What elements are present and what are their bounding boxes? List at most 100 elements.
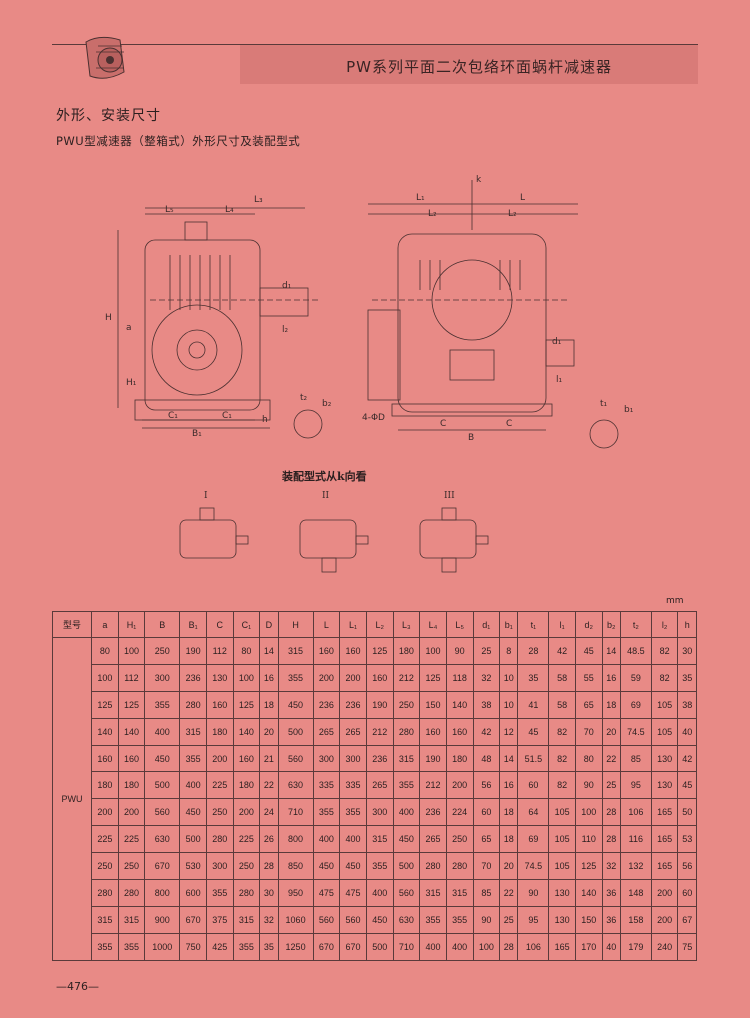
table-cell: 58 (548, 663, 576, 692)
label-t1: t₁ (600, 399, 608, 409)
label-L4: L₄ (225, 205, 234, 215)
table-cell: 250 (205, 798, 234, 827)
table-cell: 60 (517, 771, 550, 800)
table-cell: 355 (339, 798, 367, 827)
table-cell: 20 (601, 717, 621, 746)
table-cell: 560 (312, 905, 341, 934)
table-cell: 335 (339, 771, 367, 800)
table-cell: 180 (117, 771, 146, 800)
table-cell: 180 (445, 744, 474, 773)
table-cell: 950 (277, 879, 314, 907)
table-cell: 560 (277, 744, 314, 773)
label-L5: L₅ (165, 205, 174, 215)
assembly-caption: 装配型式从k向看 (282, 470, 367, 483)
table-cell: 112 (117, 663, 146, 692)
table-cell: 56 (677, 852, 697, 881)
table-cell: 42 (548, 637, 576, 665)
table-cell: 12 (499, 717, 519, 746)
table-cell: 250 (392, 690, 421, 719)
table-cell: 22 (259, 771, 279, 800)
table-cell: 355 (144, 690, 181, 719)
column-header: h (677, 611, 697, 638)
table-cell: 110 (574, 825, 603, 854)
label-L1: L₁ (416, 193, 425, 203)
table-cell: 315 (232, 905, 261, 934)
label-L2: L₂ (428, 209, 437, 219)
column-header: t₂ (619, 611, 652, 638)
table-cell: 400 (392, 798, 421, 827)
table-cell: 25 (601, 771, 621, 800)
label-t2: t₂ (300, 393, 308, 403)
table-cell: 20 (499, 852, 519, 881)
label-l1: l₁ (556, 375, 563, 385)
technical-drawing: L₅ L₄ L₃ H a H₁ d₁ l₂ C₁ C₁ B₁ h t₂ b₂ k… (105, 175, 634, 449)
table-cell: 100 (574, 798, 603, 827)
table-cell: 500 (144, 771, 181, 800)
table-cell: 600 (179, 879, 207, 907)
column-header: C (205, 611, 234, 638)
table-cell: 45 (574, 637, 603, 665)
table-cell: 190 (365, 690, 394, 719)
table-cell: 36 (601, 879, 621, 907)
table-cell: 116 (619, 825, 652, 854)
table-cell: 165 (650, 798, 679, 827)
table-cell: 24 (259, 798, 279, 827)
table-cell: 250 (445, 825, 474, 854)
table-cell: 315 (392, 744, 421, 773)
table-cell: 80 (574, 744, 603, 773)
column-header-model: 型号 (52, 611, 92, 638)
table-cell: 160 (312, 637, 341, 665)
table-cell: 170 (574, 932, 603, 961)
table-cell: 250 (232, 852, 261, 881)
unit-label: mm (666, 596, 684, 606)
table-cell: 26 (259, 825, 279, 854)
assembly-type-1: I (204, 491, 208, 501)
label-fourD: 4-ΦD (362, 413, 385, 423)
table-cell: 450 (312, 852, 341, 881)
table-cell: 200 (312, 663, 341, 692)
table-cell: 105 (548, 852, 576, 881)
table-cell: 179 (619, 932, 652, 961)
label-b1: b₁ (624, 405, 634, 415)
table-cell: 70 (472, 852, 501, 881)
assembly-type-2: II (322, 491, 330, 501)
table-cell: 74.5 (517, 852, 550, 881)
table-cell: 106 (517, 932, 550, 961)
column-header: L₄ (419, 611, 447, 638)
table-cell: 60 (472, 798, 501, 827)
table-cell: 125 (574, 852, 603, 881)
table-cell: 400 (179, 771, 207, 800)
table-cell: 74.5 (619, 717, 652, 746)
table-cell: 150 (419, 690, 447, 719)
table-cell: 165 (650, 825, 679, 854)
table-cell: 400 (419, 932, 447, 961)
table-cell: 158 (619, 905, 652, 934)
table-cell: 800 (144, 879, 181, 907)
table-cell: 190 (419, 744, 447, 773)
table-cell: 200 (650, 879, 679, 907)
table-cell: 105 (548, 798, 576, 827)
table-cell: 14 (601, 637, 621, 665)
column-header: B₁ (179, 611, 207, 638)
table-cell: 140 (445, 690, 474, 719)
table-cell: 10 (499, 690, 519, 719)
table-cell: 355 (117, 932, 146, 961)
table-cell: 28 (499, 932, 519, 961)
table-cell: 125 (419, 663, 447, 692)
column-header: H (277, 611, 314, 638)
table-cell: 355 (392, 771, 421, 800)
table-cell: 315 (419, 879, 447, 907)
table-cell: 67 (677, 905, 697, 934)
table-cell: 28 (601, 825, 621, 854)
table-cell: 355 (277, 663, 314, 692)
table-cell: 38 (677, 690, 697, 719)
table-cell: 400 (312, 825, 341, 854)
table-cell: 355 (419, 905, 447, 934)
table-cell: 315 (445, 879, 474, 907)
